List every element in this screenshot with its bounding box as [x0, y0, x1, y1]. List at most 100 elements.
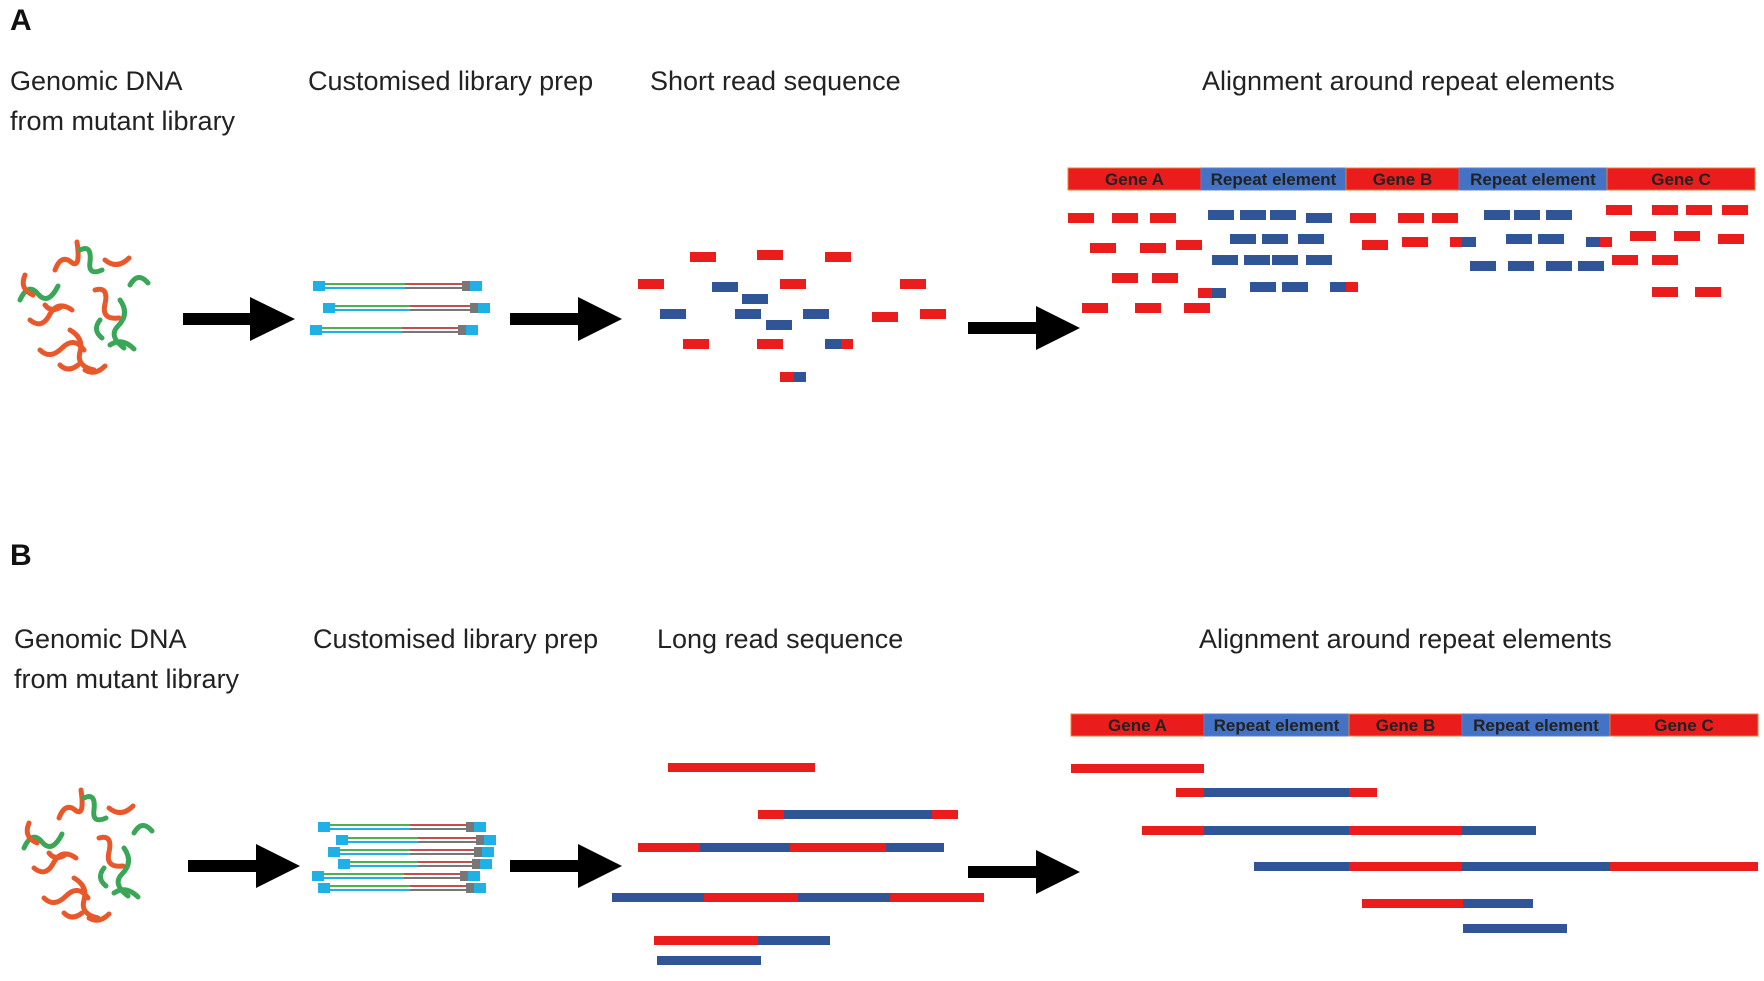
dna-strand: [20, 272, 36, 298]
panel-letter-b: B: [10, 539, 32, 572]
dna-strand: [98, 865, 109, 889]
aligned-short-read: [1270, 210, 1296, 220]
aligned-short-read: [1140, 243, 1166, 253]
aligned-short-read: [1306, 255, 1332, 265]
reference-label: Repeat element: [1214, 716, 1340, 735]
dna-strand: [37, 340, 87, 357]
library-fragment: [310, 325, 478, 335]
aligned-short-read: [1282, 282, 1308, 292]
dna-strand: [42, 302, 64, 313]
panel-b: B Genomic DNA from mutant library Custom…: [10, 539, 1759, 965]
aligned-reads-a: [1068, 205, 1748, 313]
library-fragment: [323, 303, 490, 313]
aligned-short-read: [1508, 261, 1534, 271]
dna-strand: [61, 910, 85, 920]
short-read: [757, 250, 783, 260]
aligned-short-read: [1090, 243, 1116, 253]
aligned-short-read: [1230, 234, 1256, 244]
dna-strand: [92, 286, 122, 321]
short-read: [780, 372, 806, 382]
aligned-short-read: [1212, 255, 1238, 265]
reference-label: Gene B: [1376, 716, 1436, 735]
step-label-genomic-dna-a: Genomic DNA from mutant library: [10, 66, 236, 136]
reference-gene: Gene A: [1067, 167, 1202, 191]
aligned-reads-b: [1071, 764, 1758, 933]
aligned-short-read: [1612, 255, 1638, 265]
dna-strand: [111, 887, 141, 900]
short-read: [803, 309, 829, 319]
dna-strand: [94, 317, 105, 341]
reference-repeat: Repeat element: [1458, 167, 1608, 191]
genomic-dna-blob-a: [17, 239, 151, 375]
dna-strand: [71, 875, 101, 921]
panel-a: A Genomic DNA from mutant library Custom…: [10, 4, 1756, 382]
long-read: [758, 810, 958, 819]
aligned-short-read: [1652, 255, 1678, 265]
long-read: [657, 956, 761, 965]
aligned-short-read: [1198, 288, 1226, 298]
aligned-long-read: [1362, 899, 1533, 908]
aligned-short-read: [1298, 234, 1324, 244]
reference-gene: Gene B: [1345, 167, 1460, 191]
reference-label: Gene A: [1108, 716, 1167, 735]
dna-strand: [67, 327, 97, 373]
dna-strand: [27, 303, 75, 327]
aligned-short-read: [1402, 237, 1428, 247]
aligned-short-read: [1432, 213, 1458, 223]
short-reads-a: [638, 250, 946, 382]
aligned-short-read: [1068, 213, 1094, 223]
aligned-short-read: [1176, 240, 1202, 250]
dna-strand: [131, 823, 155, 836]
library-fragments-b: [312, 822, 496, 893]
aligned-short-read: [1184, 303, 1210, 313]
aligned-short-read: [1686, 205, 1712, 215]
aligned-short-read: [1152, 273, 1178, 283]
library-fragment: [328, 847, 494, 857]
aligned-short-read: [1514, 210, 1540, 220]
reference-label: Repeat element: [1470, 170, 1596, 189]
short-read: [757, 339, 783, 349]
aligned-short-read: [1350, 213, 1376, 223]
step-label-alignment-a: Alignment around repeat elements: [1202, 66, 1615, 96]
dna-strand: [56, 787, 85, 821]
aligned-short-read: [1630, 231, 1656, 241]
reference-repeat: Repeat element: [1461, 713, 1611, 737]
reference-gene: Gene C: [1609, 713, 1759, 737]
short-read: [735, 309, 761, 319]
aligned-short-read: [1450, 237, 1476, 247]
step-label-library-prep-b: Customised library prep: [313, 624, 598, 654]
short-read: [900, 279, 926, 289]
reference-gene: Gene C: [1606, 167, 1756, 191]
library-fragment: [318, 822, 486, 832]
arrow-a-3: [968, 306, 1080, 350]
aligned-short-read: [1112, 273, 1138, 283]
arrow-b-1: [188, 844, 300, 888]
aligned-short-read: [1652, 205, 1678, 215]
genomic-dna-blob-b: [21, 787, 155, 923]
long-read: [654, 936, 830, 945]
dna-strand: [96, 834, 126, 869]
short-read: [872, 312, 898, 322]
reference-gene: Gene A: [1070, 713, 1205, 737]
process-arrows-b: [188, 844, 1080, 894]
aligned-short-read: [1722, 205, 1748, 215]
panel-letter-a: A: [10, 4, 32, 37]
aligned-short-read: [1112, 213, 1138, 223]
arrow-b-3: [968, 850, 1080, 894]
dna-strand: [77, 246, 105, 275]
aligned-short-read: [1250, 282, 1276, 292]
arrow-b-2: [510, 844, 622, 888]
library-fragment: [318, 883, 486, 893]
aligned-long-read: [1071, 764, 1204, 773]
reference-label: Gene C: [1654, 716, 1714, 735]
dna-strands-a: [17, 239, 151, 375]
aligned-short-read: [1546, 210, 1572, 220]
dna-strand: [57, 362, 81, 372]
library-fragment: [312, 871, 480, 881]
dna-strand: [31, 851, 79, 875]
reference-label: Gene C: [1651, 170, 1711, 189]
process-arrows-a: [183, 297, 1080, 350]
aligned-short-read: [1546, 261, 1572, 271]
dna-strand: [106, 803, 136, 815]
